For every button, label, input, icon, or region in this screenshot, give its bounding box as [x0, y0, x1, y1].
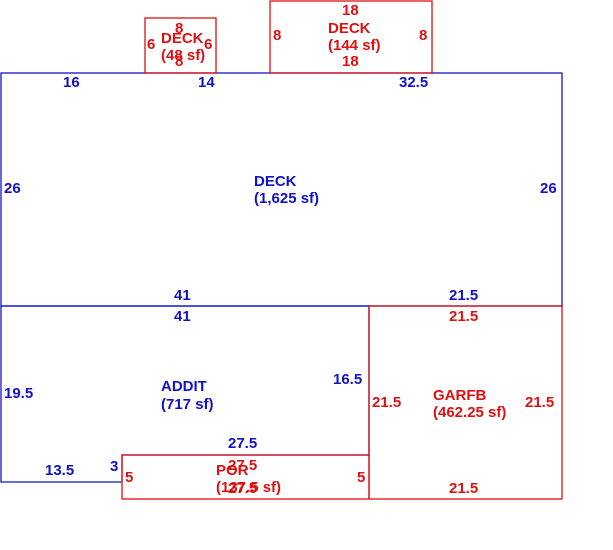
addit-area-value: (717 sf) [161, 396, 214, 413]
base-dim-top-right: 32.5 [399, 74, 428, 91]
por-area-value: (137.5 sf) [216, 479, 281, 496]
base-dim-bottom-left: 41 [174, 287, 191, 304]
base-dim-right: 26 [540, 180, 557, 197]
deck-large-area: DECK (144 sf) 18 8 18 8 [269, 0, 433, 74]
deck-small-area: DECK (48 sf) 8 6 8 6 [144, 17, 217, 74]
deck-large-label: DECK [328, 20, 371, 37]
deck-large-dim-top: 18 [342, 2, 359, 19]
garfb-dim-bottom: 21.5 [449, 480, 478, 497]
addit-label: ADDIT [161, 378, 207, 395]
deck-small-label: DECK [161, 30, 204, 47]
deck-small-dim-right: 6 [204, 36, 212, 53]
deck-small-area-value: (48 sf) [161, 47, 205, 64]
deck-small-dim-left: 6 [147, 36, 155, 53]
base-label: DECK [254, 173, 297, 190]
deck-large-outline [269, 0, 433, 74]
addit-dim-bottom: 27.5 [228, 435, 257, 452]
garfb-label: GARFB [433, 387, 486, 404]
addit-dim-right: 16.5 [333, 371, 362, 388]
base-area-value: (1,625 sf) [254, 190, 319, 207]
por-label: POR [216, 462, 249, 479]
por-dim-right: 5 [357, 469, 365, 486]
garfb-dim-top: 21.5 [449, 308, 478, 325]
garfb-area: GARFB (462.25 sf) 21.5 21.5 21.5 21.5 [368, 305, 563, 500]
base-area: DECK (1,625 sf) 16 14 32.5 26 26 41 21.5 [0, 72, 563, 307]
por-dim-bottom: 27.5 [228, 480, 257, 497]
garfb-area-value: (462.25 sf) [433, 404, 506, 421]
garfb-dim-right: 21.5 [525, 394, 554, 411]
addit-dim-left: 19.5 [4, 385, 33, 402]
deck-large-area-value: (144 sf) [328, 37, 381, 54]
deck-small-dim-top: 8 [175, 20, 183, 37]
addit-dim-step: 3 [110, 458, 118, 475]
base-dim-top-left: 16 [63, 74, 80, 91]
base-dim-left: 26 [4, 180, 21, 197]
deck-small-outline [144, 17, 217, 74]
addit-dim-top: 41 [174, 308, 191, 325]
deck-large-dim-bottom: 18 [342, 53, 359, 70]
deck-small-dim-bottom: 8 [175, 53, 183, 70]
addit-dim-bottom-left: 13.5 [45, 462, 74, 479]
base-dim-bottom-right: 21.5 [449, 287, 478, 304]
garfb-outline [368, 305, 563, 500]
deck-large-dim-left: 8 [273, 27, 281, 44]
base-dim-top-mid: 14 [198, 74, 215, 91]
por-outline [121, 454, 370, 500]
por-dim-top: 27.5 [228, 457, 257, 474]
por-area: POR (137.5 sf) 27.5 5 5 27.5 [121, 454, 370, 500]
por-dim-left: 5 [125, 469, 133, 486]
deck-large-dim-right: 8 [419, 27, 427, 44]
addit-area: ADDIT (717 sf) 41 19.5 16.5 27.5 13.5 3 [0, 305, 370, 483]
garfb-dim-left: 21.5 [372, 394, 401, 411]
